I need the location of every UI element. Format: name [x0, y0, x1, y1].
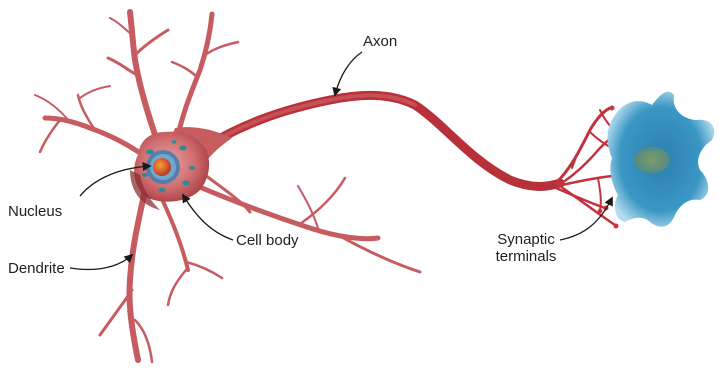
axon-fiber — [200, 95, 560, 186]
cell-body-arrow — [183, 195, 233, 240]
dendrite-label: Dendrite — [8, 260, 65, 277]
nucleus-label: Nucleus — [8, 203, 62, 220]
target-cell-nucleus — [634, 147, 670, 173]
synaptic-terminals-label-line2: terminals — [493, 248, 559, 265]
cell-body-label: Cell body — [236, 232, 299, 249]
synaptic-terminals-label-line1: Synaptic — [493, 231, 559, 248]
axon-label: Axon — [363, 33, 397, 50]
dendrite-arrow — [70, 255, 132, 269]
dendrites — [35, 12, 420, 362]
axon-arrow — [335, 52, 362, 95]
nucleus — [146, 150, 180, 184]
synaptic-terminals-label: Synaptic terminals — [493, 231, 559, 265]
target-cell — [607, 92, 714, 227]
